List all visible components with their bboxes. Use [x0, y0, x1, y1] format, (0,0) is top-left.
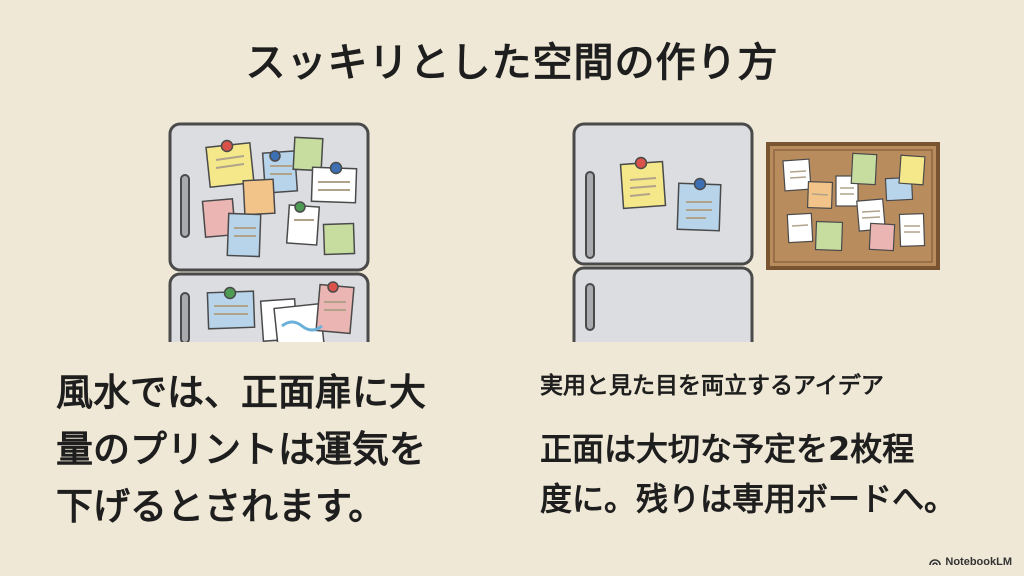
page-title: スッキリとした空間の作り方 [245, 40, 779, 86]
left-line-2: 量のプリントは運気を [56, 428, 426, 471]
cluttered-fridge-icon [168, 122, 370, 342]
right-line-2: 度に。残りは専用ボードへ。 [540, 480, 957, 518]
right-line-1: 正面は大切な予定を2枚程 [540, 430, 915, 468]
tidy-fridge-icon [572, 122, 754, 342]
left-line-3: 下げるとされます。 [56, 485, 386, 528]
left-line-1: 風水では、正面扉に大 [56, 371, 426, 414]
brand-label: NotebookLM [945, 556, 1012, 568]
brand-watermark: NotebookLM [929, 556, 1012, 568]
left-message: 風水では、正面扉に大 量のプリントは運気を 下げるとされます。 [56, 364, 496, 535]
right-subtitle: 実用と見た目を両立するアイデア [540, 373, 884, 399]
cork-board-icon [766, 142, 940, 270]
notebooklm-logo-icon [929, 559, 942, 566]
right-message: 正面は大切な予定を2枚程 度に。残りは専用ボードへ。 [540, 424, 1000, 524]
